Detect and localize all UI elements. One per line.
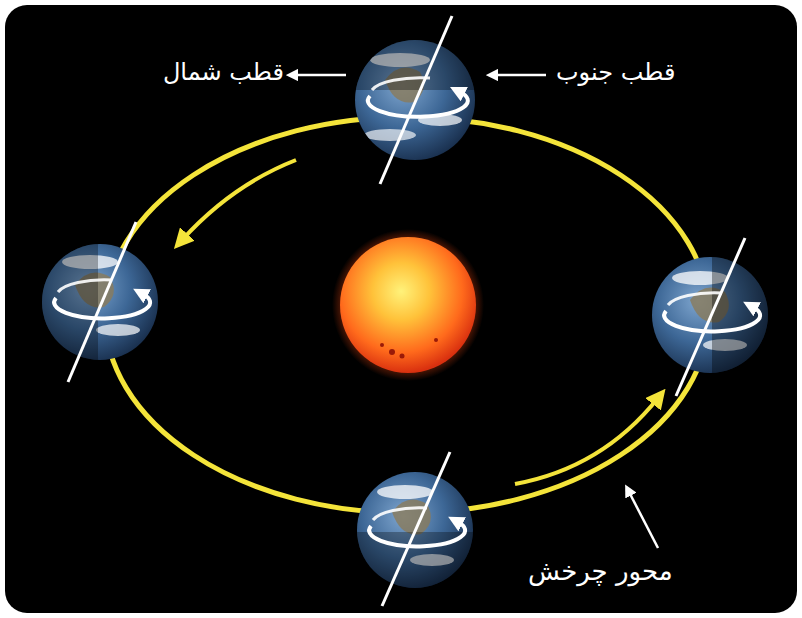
- annotation-label: محور چرخش: [528, 556, 673, 587]
- rotation-arrow-back: [668, 293, 722, 305]
- orbit-direction-arrow: [182, 160, 296, 240]
- background-panel: [5, 5, 797, 613]
- earth: [355, 452, 475, 606]
- rotation-axis: [380, 16, 452, 184]
- rotation-arrow: [664, 307, 760, 331]
- earth: [652, 238, 770, 396]
- earth-cloud: [364, 129, 416, 141]
- earth-night-side: [355, 40, 475, 90]
- rotation-arrow: [54, 294, 150, 318]
- rotation-arrow: [369, 522, 465, 546]
- rotation-arrow-back: [58, 280, 112, 292]
- earth-cloud: [377, 485, 433, 499]
- orbit: [105, 117, 709, 513]
- leader-arrow: [492, 74, 546, 77]
- rotation-arrow-back: [372, 78, 430, 90]
- leader-arrow: [628, 490, 658, 548]
- orbit-direction-arrow: [515, 398, 658, 484]
- annotation-label: قطب جنوب: [556, 58, 675, 87]
- sun-corona: [332, 229, 484, 381]
- rotation-axis: [676, 238, 745, 396]
- leader-arrow: [292, 74, 346, 77]
- sunspot: [400, 354, 405, 359]
- sun: [340, 237, 476, 373]
- sunspot: [389, 349, 395, 355]
- rotation-arrow-back: [373, 508, 427, 520]
- earth-night-side: [40, 240, 98, 365]
- earth: [355, 16, 475, 184]
- rotation-axis: [68, 222, 136, 382]
- sunspot: [380, 343, 384, 347]
- annotation-label: قطب شمال: [163, 58, 284, 87]
- rotation-arrow: [368, 92, 468, 117]
- sunspot: [434, 338, 438, 342]
- rotation-axis: [382, 452, 450, 606]
- earth: [40, 222, 158, 382]
- earth-land: [392, 500, 431, 535]
- earth-cloud: [96, 324, 140, 336]
